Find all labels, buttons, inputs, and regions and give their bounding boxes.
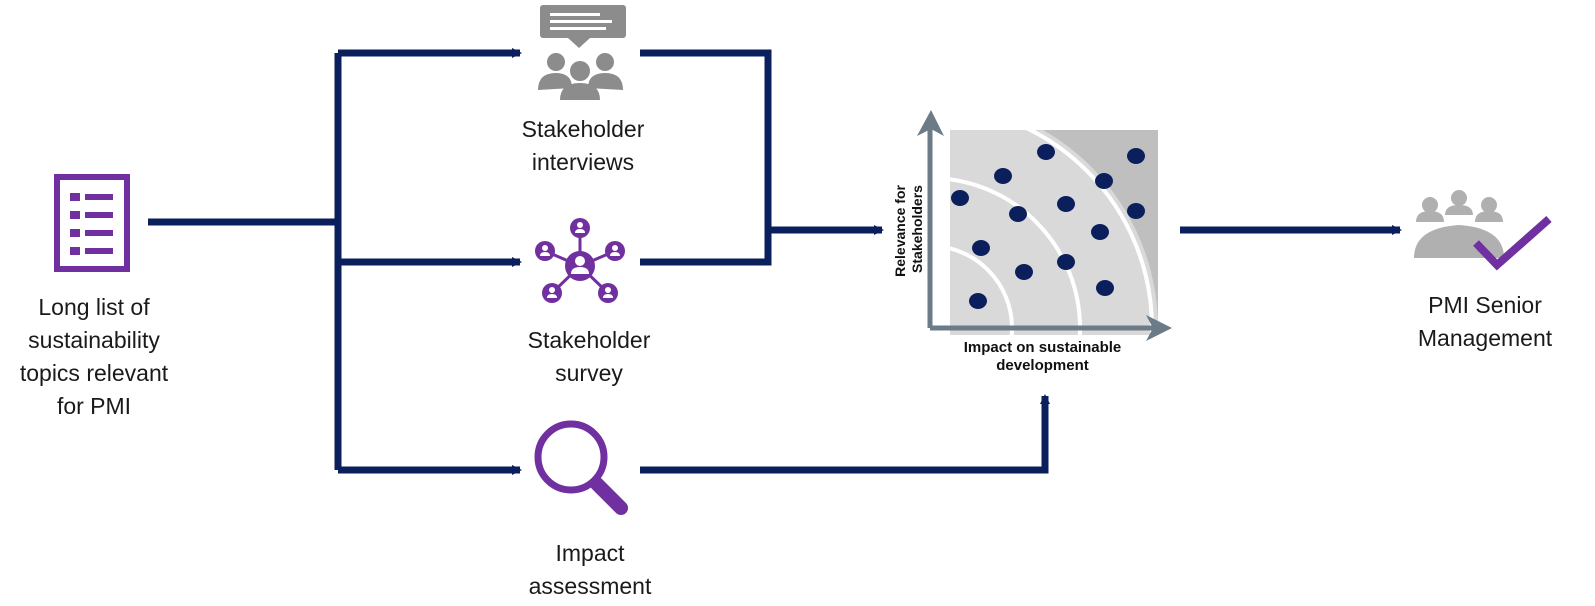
matrix-dot: [1015, 264, 1033, 280]
document-list-icon: [54, 174, 130, 272]
matrix-dot: [1096, 280, 1114, 296]
matrix-dot: [1127, 148, 1145, 164]
matrix-dot: [1057, 254, 1075, 270]
management-group-icon: [1414, 190, 1552, 271]
checkmark-icon: [1473, 216, 1552, 271]
x-axis-arrowhead: [1146, 315, 1172, 341]
y-axis-arrowhead: [917, 110, 944, 136]
matrix-dot: [951, 190, 969, 206]
matrix-dot: [1057, 196, 1075, 212]
survey-network-icon: [535, 218, 625, 303]
impact-label: Impact assessment: [528, 540, 652, 599]
magnifier-icon: [534, 420, 628, 515]
matrix-dot: [972, 240, 990, 256]
matrix-dot: [1009, 206, 1027, 222]
management-label: PMI Senior Management: [1417, 292, 1553, 351]
long-list-label: Long list of sustainability topics relev…: [19, 294, 169, 419]
matrix-axes: [927, 122, 1162, 331]
matrix-dot: [994, 168, 1012, 184]
y-axis-label: Relevance for Stakeholders: [892, 181, 925, 277]
materiality-matrix: Relevance for Stakeholders: [892, 110, 1172, 341]
matrix-dots: [951, 144, 1145, 309]
interviews-label: Stakeholder interviews: [521, 116, 645, 175]
matrix-dot: [1037, 144, 1055, 160]
matrix-dot: [969, 293, 987, 309]
survey-label: Stakeholder survey: [527, 327, 651, 386]
matrix-dot: [1095, 173, 1113, 189]
interview-people-icon: [538, 5, 626, 100]
x-axis-label: Impact on sustainable development: [963, 339, 1122, 374]
line-from-interviews: [640, 49, 772, 266]
matrix-dot: [1127, 203, 1145, 219]
flow-arrows: [148, 48, 1402, 475]
matrix-dot: [1091, 224, 1109, 240]
arrow-impact-to-matrix: [640, 394, 1050, 474]
